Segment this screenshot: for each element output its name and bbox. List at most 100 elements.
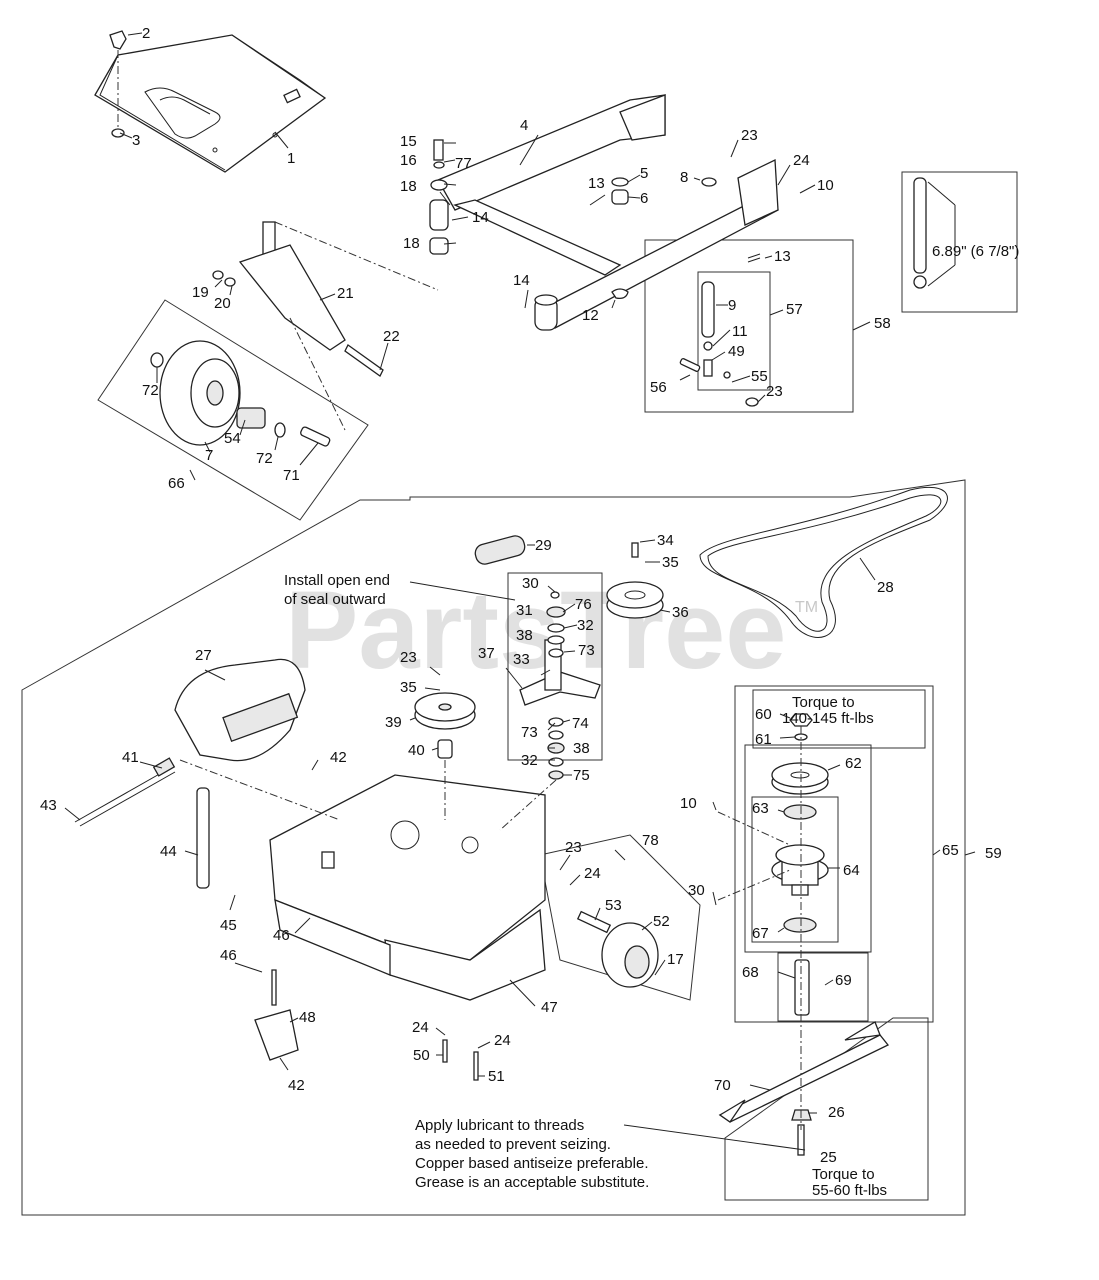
callout-54: 54 — [224, 430, 241, 447]
callout-23a: 23 — [741, 127, 758, 144]
callout-33: 33 — [513, 651, 530, 668]
spindle-housing-box — [744, 744, 872, 953]
callout-64: 64 — [843, 862, 860, 879]
callout-50: 50 — [413, 1047, 430, 1064]
callout-67: 67 — [752, 925, 769, 942]
callout-52: 52 — [653, 913, 670, 930]
callout-12: 12 — [582, 307, 599, 324]
callout-68: 68 — [742, 964, 759, 981]
callout-17: 17 — [667, 951, 684, 968]
deck-bolt-50 — [442, 1039, 448, 1063]
idler-pulley-39 — [414, 692, 476, 759]
callout-71: 71 — [283, 467, 300, 484]
callout-24a: 24 — [793, 152, 810, 169]
callout-44: 44 — [160, 843, 177, 860]
callout-32b: 32 — [521, 752, 538, 769]
callout-16: 16 — [400, 152, 417, 169]
callout-13b: 13 — [774, 248, 791, 265]
anti-scalp-wheel-52 — [576, 910, 659, 988]
callout-58: 58 — [874, 315, 891, 332]
height-pin-box-58 — [644, 239, 854, 413]
callout-32a: 32 — [577, 617, 594, 634]
frame-clip-12 — [611, 288, 629, 300]
svg-text:Copper based antiseize prefera: Copper based antiseize preferable. — [415, 1155, 648, 1172]
watermark-trademark: TM — [795, 599, 818, 616]
callout-42b: 42 — [288, 1077, 305, 1094]
svg-text:140-145 ft-lbs: 140-145 ft-lbs — [782, 710, 874, 727]
callout-1: 1 — [287, 150, 295, 167]
callout-48: 48 — [299, 1009, 316, 1026]
idler-pulley-36 — [606, 542, 664, 619]
callout-63: 63 — [752, 800, 769, 817]
height-post-44 — [196, 787, 210, 889]
svg-text:as needed to prevent seizing.: as needed to prevent seizing. — [415, 1136, 611, 1153]
frame-bushing-stack — [429, 139, 449, 255]
callout-2: 2 — [142, 25, 150, 42]
bearing-box — [751, 796, 839, 943]
callout-13a: 13 — [588, 175, 605, 192]
callout-36: 36 — [672, 604, 689, 621]
frame-washer-8 — [701, 177, 717, 187]
callout-35a: 35 — [662, 554, 679, 571]
callout-69: 69 — [835, 972, 852, 989]
callout-25: 25 — [820, 1149, 837, 1166]
frame-washer-5 — [611, 177, 629, 187]
height-pin — [679, 253, 761, 407]
callout-47: 47 — [541, 999, 558, 1016]
callout-26: 26 — [828, 1104, 845, 1121]
callout-23d: 23 — [565, 839, 582, 856]
mower-deck-box-59 — [21, 479, 966, 1216]
shaft-box — [777, 952, 869, 1022]
svg-text:Torque to: Torque to — [792, 694, 855, 711]
lubricant-note: Apply lubricant to threads as needed to … — [415, 1117, 649, 1191]
deck-spring-29 — [474, 535, 526, 565]
callout-27: 27 — [195, 647, 212, 664]
callout-41: 41 — [122, 749, 139, 766]
callout-51: 51 — [488, 1068, 505, 1085]
arm-washer-19 — [212, 270, 224, 280]
callout-60: 60 — [755, 706, 772, 723]
callout-72a: 72 — [142, 382, 159, 399]
callout-55: 55 — [751, 368, 768, 385]
svg-text:Grease is an acceptable substi: Grease is an acceptable substitute. — [415, 1174, 649, 1191]
callout-65: 65 — [942, 842, 959, 859]
callout-18a: 18 — [400, 178, 417, 195]
callout-30a: 30 — [522, 575, 539, 592]
svg-text:of seal outward: of seal outward — [284, 591, 386, 608]
callout-20: 20 — [214, 295, 231, 312]
discharge-chute-27 — [174, 658, 306, 762]
callout-46a: 46 — [273, 927, 290, 944]
callout-45: 45 — [220, 917, 237, 934]
svg-text:Install open end: Install open end — [284, 572, 390, 589]
callout-24c: 24 — [494, 1032, 511, 1049]
mower-blade-70 — [718, 1021, 890, 1123]
callout-19: 19 — [192, 284, 209, 301]
spindle-assembly-box-65 — [734, 685, 934, 1023]
callout-74: 74 — [572, 715, 589, 732]
deflector-rod-41 — [74, 757, 176, 827]
mower-deck-47 — [269, 774, 546, 1001]
callout-42a: 42 — [330, 749, 347, 766]
callout-22: 22 — [383, 328, 400, 345]
anti-scalp-wheel-box-78 — [539, 834, 701, 1001]
deck-bolt-51 — [473, 1051, 479, 1081]
caster-wheel — [159, 340, 241, 446]
callout-6: 6 — [640, 190, 648, 207]
bracket-48 — [254, 1009, 299, 1061]
callout-77: 77 — [455, 155, 472, 172]
callout-72b: 72 — [256, 450, 273, 467]
callout-73b: 73 — [521, 724, 538, 741]
callout-8: 8 — [680, 169, 688, 186]
caster-arm — [238, 221, 346, 351]
watermark: PartsTree — [285, 569, 786, 692]
cover-washer — [111, 128, 125, 138]
callout-23b: 23 — [766, 383, 783, 400]
callout-61: 61 — [755, 731, 772, 748]
spindle-nut-box — [752, 689, 926, 749]
callout-18b: 18 — [403, 235, 420, 252]
callout-53: 53 — [605, 897, 622, 914]
deck-belt-28 — [699, 486, 948, 638]
deck-cover — [94, 34, 327, 173]
callout-31: 31 — [516, 602, 533, 619]
